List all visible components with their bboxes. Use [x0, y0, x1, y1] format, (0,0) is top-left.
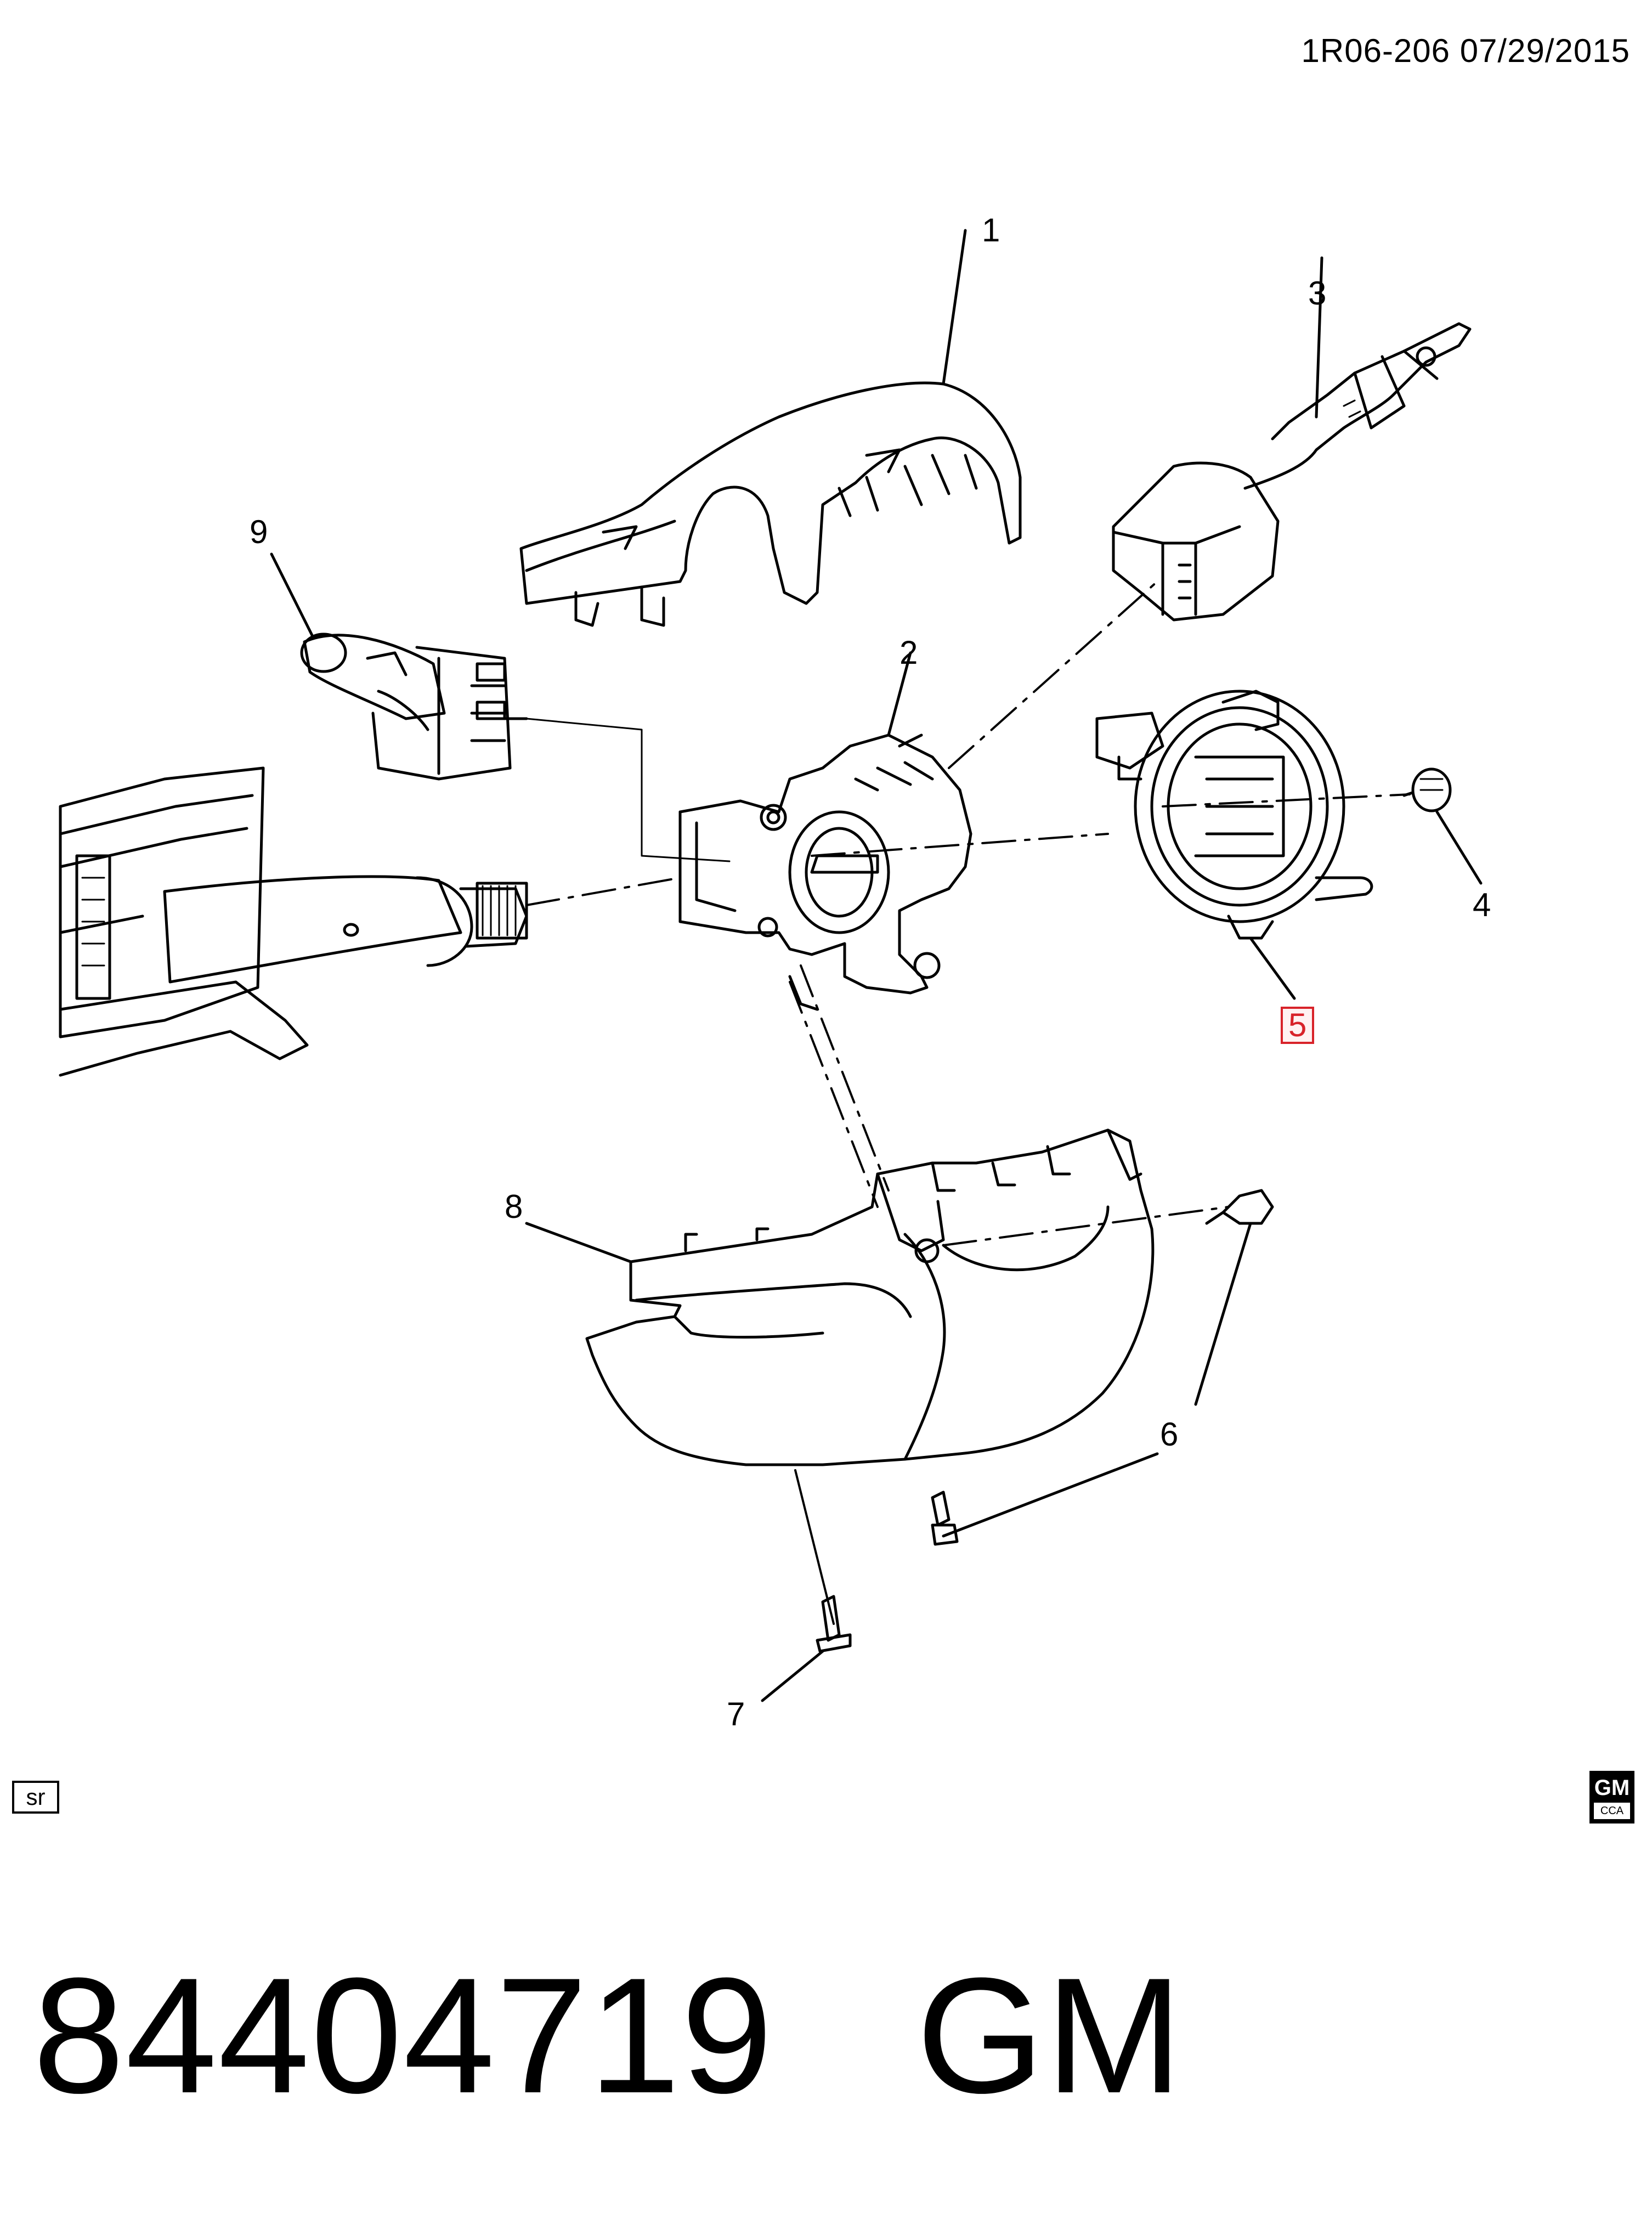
part-2-switch-housing	[678, 651, 972, 1011]
gm-logo-letters: GM	[1594, 1776, 1630, 1800]
callout-9: 9	[250, 513, 268, 550]
part-number: 84404719	[33, 1943, 774, 2127]
gm-logo-subtext: CCA	[1594, 1803, 1630, 1819]
drawing-code: 1R06-206 07/29/2015	[1301, 32, 1630, 69]
part-9-leader-line	[270, 552, 314, 638]
part-6-bolts	[931, 1189, 1274, 1546]
callout-2: 2	[899, 634, 918, 671]
part-1-upper-trim-cover	[519, 229, 1022, 627]
part-7-screw	[761, 1469, 852, 1702]
guide-lines	[525, 580, 1411, 1246]
steering-column	[59, 766, 528, 1077]
brand-name: GM	[916, 1943, 1184, 2127]
callout-6: 6	[1160, 1416, 1179, 1453]
callout-8: 8	[505, 1188, 523, 1225]
callout-1: 1	[982, 212, 1000, 249]
callout-7: 7	[727, 1696, 745, 1732]
part-5-clock-spring-coil	[1095, 690, 1373, 1000]
callout-3: 3	[1308, 275, 1327, 312]
part-3-wiper-switch	[1112, 256, 1472, 622]
callout-5: 5	[1281, 1007, 1315, 1044]
part-8-lower-trim-cover	[525, 1128, 1155, 1466]
part-4-screw	[1402, 767, 1483, 885]
sr-label-box: sr	[12, 1781, 59, 1814]
gm-logo: GM CCA	[1589, 1771, 1634, 1823]
callout-4: 4	[1473, 887, 1491, 923]
part-9-turn-signal-switch	[300, 633, 731, 862]
